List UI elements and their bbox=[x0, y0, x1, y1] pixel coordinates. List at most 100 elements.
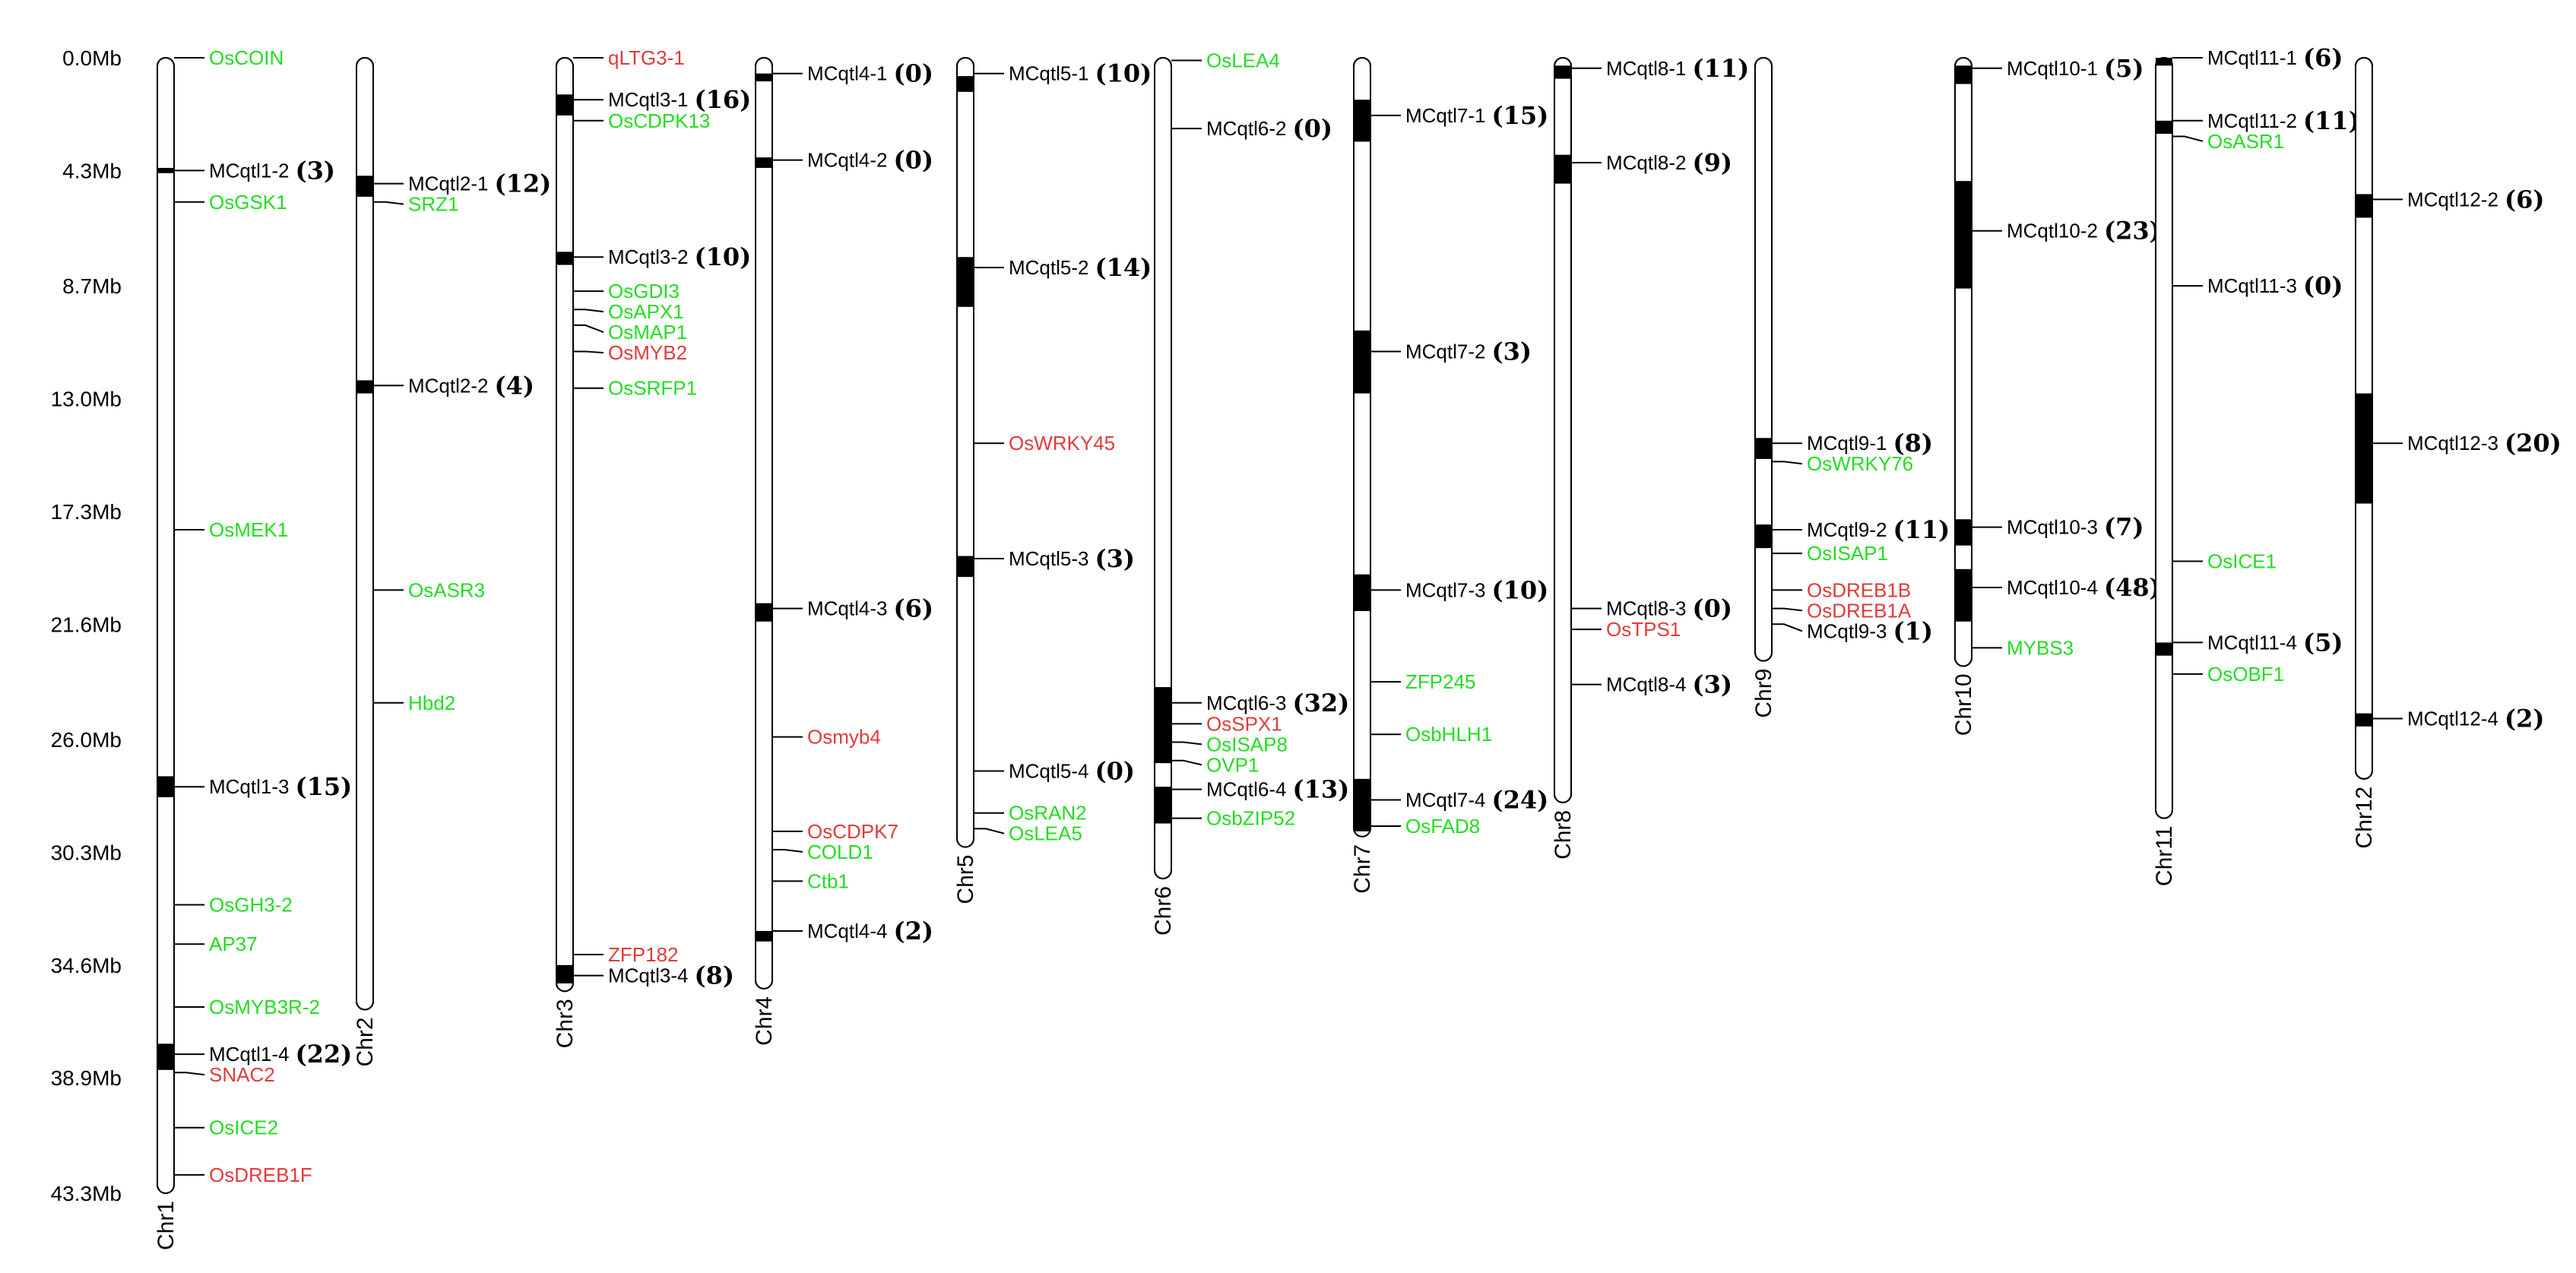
marker-label: OsCDPK7 bbox=[807, 820, 898, 843]
marker-label: ZFP245 bbox=[1405, 670, 1476, 693]
marker-label: MCqtl10-1 bbox=[2007, 57, 2098, 80]
qtl-count: (6) bbox=[2505, 185, 2545, 214]
chromosome-chr10: MCqtl10-1(5)MCqtl10-2(23)MCqtl10-3(7)MCq… bbox=[1951, 54, 2161, 736]
qtl-count: (9) bbox=[1692, 148, 1732, 177]
marker-label: MCqtl1-2 bbox=[209, 159, 289, 182]
qtl-count: (12) bbox=[494, 169, 551, 198]
chromosome-body bbox=[556, 57, 574, 993]
qtl-count: (24) bbox=[1491, 785, 1548, 814]
axis-tick-label: 8.7Mb bbox=[62, 274, 122, 298]
qtl-block bbox=[157, 167, 174, 173]
chromosome-body bbox=[1754, 57, 1773, 662]
marker-label: OsFAD8 bbox=[1405, 815, 1480, 838]
chromosome-outline bbox=[556, 57, 574, 993]
chromosome-outline bbox=[1154, 57, 1172, 879]
marker-label: MCqtl5-4 bbox=[1009, 759, 1088, 782]
marker-tick bbox=[1772, 623, 1803, 632]
qtl-count: (2) bbox=[893, 917, 933, 945]
chromosome-label: Chr4 bbox=[752, 996, 777, 1046]
chromosome-label: Chr11 bbox=[2152, 826, 2177, 886]
chromosome-outline bbox=[2355, 57, 2373, 780]
marker-label: MCqtl10-2 bbox=[2007, 220, 2098, 242]
marker-label: OsSPX1 bbox=[1206, 712, 1282, 735]
marker-label: OsMEK1 bbox=[209, 518, 288, 541]
qtl-block bbox=[756, 930, 772, 942]
qtl-count: (11) bbox=[2303, 106, 2360, 135]
qtl-count: (15) bbox=[1491, 101, 1548, 130]
chromosome-outline bbox=[755, 57, 773, 990]
axis-tick-label: 38.9Mb bbox=[51, 1066, 122, 1090]
marker-label: OsLEA4 bbox=[1206, 49, 1280, 71]
marker-label: OsISAP1 bbox=[1807, 542, 1888, 565]
qtl-block bbox=[1354, 574, 1370, 612]
chromosome-outline bbox=[1954, 57, 1972, 667]
chromosome-chr4: MCqtl4-1(0)MCqtl4-2(0)MCqtl4-3(6)Osmyb4O… bbox=[752, 57, 933, 1046]
marker-label: MCqtl11-3 bbox=[2207, 274, 2297, 297]
marker-label: OsICE1 bbox=[2207, 549, 2277, 572]
marker-label: OsMYB3R-2 bbox=[209, 996, 320, 1018]
qtl-count: (23) bbox=[2104, 217, 2161, 245]
chromosome-body bbox=[1353, 57, 1371, 838]
chromosome-body bbox=[356, 57, 374, 1011]
chromosome-chr12: MCqtl12-2(6)MCqtl12-3(20)MCqtl12-4(2)Chr… bbox=[2352, 57, 2562, 849]
marker-tick bbox=[373, 201, 404, 205]
marker-label: OsLEA5 bbox=[1009, 822, 1082, 845]
marker-label: OsbHLH1 bbox=[1405, 723, 1492, 746]
qtl-count: (6) bbox=[893, 594, 933, 623]
chromosome-chr1: OsCOINMCqtl1-2(3)OsGSK1OsMEK1MCqtl1-3(15… bbox=[154, 46, 352, 1250]
qtl-count: (10) bbox=[694, 242, 751, 271]
qtl-count: (8) bbox=[694, 961, 734, 990]
qtl-block bbox=[157, 1043, 174, 1070]
chromosome-label: Chr3 bbox=[553, 999, 578, 1048]
marker-label: OsbZIP52 bbox=[1206, 807, 1295, 830]
qtl-block bbox=[957, 76, 974, 92]
qtl-block bbox=[1755, 524, 1772, 549]
chromosome-body bbox=[755, 57, 773, 990]
qtl-block bbox=[1354, 100, 1370, 142]
qtl-count: (1) bbox=[1893, 616, 1933, 645]
qtl-block bbox=[1955, 568, 1972, 622]
marker-label: ZFP182 bbox=[608, 943, 679, 966]
marker-tick bbox=[2172, 135, 2204, 142]
position-axis: 0.0Mb4.3Mb8.7Mb13.0Mb17.3Mb21.6Mb26.0Mb3… bbox=[51, 46, 122, 1205]
qtl-block bbox=[1354, 778, 1370, 831]
chromosome-chr11: MCqtl11-1(6)MCqtl11-2(11)OsASR1MCqtl11-3… bbox=[2152, 43, 2360, 886]
marker-label: OsDREB1A bbox=[1807, 599, 1912, 622]
qtl-count: (20) bbox=[2505, 429, 2562, 458]
marker-label: MCqtl12-2 bbox=[2407, 188, 2498, 211]
marker-label: Ctb1 bbox=[807, 869, 849, 892]
marker-label: OsASR1 bbox=[2207, 130, 2284, 153]
marker-label: OsTPS1 bbox=[1606, 618, 1681, 641]
qtl-block bbox=[2356, 393, 2372, 504]
marker-label: MCqtl5-2 bbox=[1009, 256, 1088, 279]
qtl-block bbox=[356, 176, 373, 197]
chromosome-chr5: MCqtl5-1(10)MCqtl5-2(14)OsWRKY45MCqtl5-3… bbox=[953, 57, 1152, 904]
chromosome-body bbox=[956, 57, 974, 848]
qtl-block bbox=[556, 94, 573, 116]
chromosome-chr3: qLTG3-1MCqtl3-1(16)OsCDPK13MCqtl3-2(10)O… bbox=[553, 46, 751, 1048]
qtl-block bbox=[2156, 120, 2172, 135]
chromosome-label: Chr9 bbox=[1751, 669, 1776, 718]
chromosome-body bbox=[157, 57, 175, 1194]
marker-label: OsDREB1B bbox=[1807, 578, 1911, 601]
qtl-count: (0) bbox=[1095, 756, 1135, 785]
chromosome-label: Chr12 bbox=[2352, 787, 2377, 849]
qtl-block bbox=[1955, 65, 1972, 84]
qtl-count: (11) bbox=[1692, 54, 1749, 83]
marker-label: MCqtl11-1 bbox=[2207, 46, 2297, 69]
marker-label: MCqtl12-4 bbox=[2407, 707, 2498, 730]
chromosome-outline bbox=[1554, 57, 1572, 803]
marker-label: MCqtl4-4 bbox=[807, 920, 887, 942]
marker-label: MCqtl7-1 bbox=[1405, 104, 1485, 127]
qtl-count: (2) bbox=[2505, 704, 2545, 733]
axis-tick-label: 34.6Mb bbox=[51, 954, 122, 977]
marker-label: MCqtl7-2 bbox=[1405, 340, 1485, 363]
axis-tick-label: 30.3Mb bbox=[51, 841, 122, 864]
marker-tick bbox=[974, 828, 1005, 834]
qtl-count: (5) bbox=[2303, 628, 2343, 657]
marker-tick bbox=[1772, 607, 1803, 612]
marker-label: SRZ1 bbox=[408, 193, 458, 216]
chromosome-label: Chr8 bbox=[1551, 810, 1576, 860]
qtl-count: (3) bbox=[295, 156, 335, 185]
axis-tick-label: 43.3Mb bbox=[51, 1182, 122, 1205]
